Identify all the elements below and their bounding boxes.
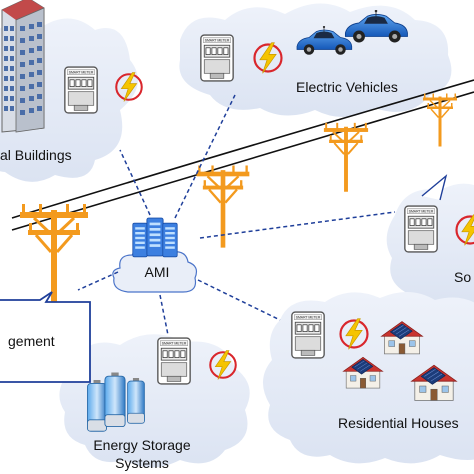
ami-label: AMI <box>145 264 170 280</box>
management-label: gement <box>8 333 55 349</box>
smart-meter-icon <box>404 205 438 253</box>
smart-meter-icon <box>64 66 98 114</box>
ami-server-icon <box>132 217 178 258</box>
battery-icons <box>87 372 145 432</box>
storage-label-line2: Systems <box>115 455 169 471</box>
office-building-icon <box>1 0 45 133</box>
power-pole-icon <box>18 202 90 310</box>
cloud-storage <box>59 334 250 468</box>
power-pole-icon <box>422 92 458 148</box>
residential-label: Residential Houses <box>338 415 459 431</box>
management-box <box>0 291 91 383</box>
ami-links <box>77 94 396 336</box>
solar-label: So <box>454 269 471 285</box>
smart-meter-icon <box>157 337 191 385</box>
buildings-label: al Buildings <box>0 147 72 163</box>
vehicles-label: Electric Vehicles <box>296 79 398 95</box>
smart-meter-icon <box>200 34 234 82</box>
smart-meter-icon <box>291 311 325 359</box>
power-pole-icon <box>322 121 370 193</box>
storage-label-line1: Energy Storage <box>93 437 190 453</box>
solar-callout-icon <box>421 174 448 201</box>
